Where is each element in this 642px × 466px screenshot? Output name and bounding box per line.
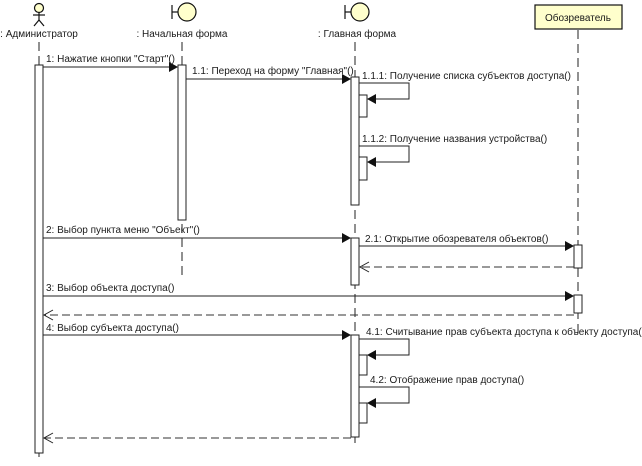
message-1-1[interactable]: 1.1: Переход на форму "Главная"() <box>186 65 354 84</box>
message-label: 4.2: Отображение прав доступа() <box>370 374 524 386</box>
actor-icon <box>33 2 45 27</box>
message-4[interactable]: 4: Выбор субъекта доступа() <box>43 322 351 340</box>
activation-main-form-nested-42 <box>358 402 368 424</box>
arrowhead-icon <box>367 350 376 360</box>
return-message-4[interactable] <box>42 432 351 444</box>
message-2-1[interactable]: 2.1: Открытие обозревателя объектов() <box>359 233 574 251</box>
arrowhead-icon <box>342 330 351 340</box>
return-message-2-1[interactable] <box>358 261 574 273</box>
message-1-1-1[interactable]: 1.1.1: Получение списка субъектов доступ… <box>359 70 571 104</box>
participant-box <box>534 4 623 30</box>
message-label: 2.1: Открытие обозревателя объектов() <box>365 233 548 245</box>
arrowhead-icon <box>342 74 351 84</box>
message-1[interactable]: 1: Нажатие кнопки "Старт"() <box>43 54 178 72</box>
arrowhead-icon <box>342 233 351 243</box>
activation-main-form-nested-111 <box>358 94 368 118</box>
activation-start-form <box>177 64 187 221</box>
message-3[interactable]: 3: Выбор объекта доступа() <box>43 282 574 301</box>
activation-admin <box>34 64 44 454</box>
return-message-3[interactable] <box>42 309 574 321</box>
activation-observer-2 <box>573 294 583 314</box>
message-label: 4: Выбор субъекта доступа() <box>46 322 179 334</box>
activation-main-form-nested-112 <box>358 156 368 181</box>
message-label: 4.1: Считывание прав субъекта доступа к … <box>366 326 642 338</box>
activation-main-form-1 <box>350 76 360 206</box>
participant-admin[interactable]: : Администратор <box>0 2 78 41</box>
open-arrowhead-icon <box>358 261 370 273</box>
message-4-2[interactable]: 4.2: Отображение прав доступа() <box>359 374 524 408</box>
message-label: 1.1.2: Получение названия устройства() <box>362 134 547 145</box>
activation-main-form-nested-41 <box>358 354 368 376</box>
message-label: 1: Нажатие кнопки "Старт"() <box>46 54 175 65</box>
participant-label: : Администратор <box>0 29 78 40</box>
participant-label: : Начальная форма <box>136 28 227 40</box>
arrowhead-icon <box>367 398 376 408</box>
message-2[interactable]: 2: Выбор пункта меню "Объект"() <box>43 224 351 243</box>
arrowhead-icon <box>565 291 574 301</box>
participant-start-form[interactable]: : Начальная форма <box>136 2 228 40</box>
participant-label: : Главная форма <box>318 28 397 40</box>
message-label: 1.1: Переход на форму "Главная"() <box>192 65 354 77</box>
arrowhead-icon <box>367 94 376 104</box>
message-label: 1.1.1: Получение списка субъектов доступ… <box>362 70 571 82</box>
arrowhead-icon <box>367 157 376 167</box>
participant-main-form[interactable]: : Главная форма <box>318 2 397 40</box>
activation-main-form-2 <box>350 237 360 286</box>
message-1-1-2[interactable]: 1.1.2: Получение названия устройства() <box>359 134 547 167</box>
arrowhead-icon <box>565 241 574 251</box>
message-label: 2: Выбор пункта меню "Объект"() <box>46 224 200 236</box>
activation-main-form-3 <box>350 334 360 438</box>
boundary-icon <box>344 2 370 22</box>
participant-observer[interactable]: Обозреватель <box>534 4 623 30</box>
message-label: 3: Выбор объекта доступа() <box>46 282 174 294</box>
arrowhead-icon <box>169 62 178 72</box>
activation-observer-1 <box>573 244 583 269</box>
boundary-icon <box>171 2 197 22</box>
participant-label: Обозреватель <box>545 12 611 24</box>
open-arrowhead-icon <box>42 432 54 444</box>
message-4-1[interactable]: 4.1: Считывание прав субъекта доступа к … <box>359 326 642 360</box>
open-arrowhead-icon <box>42 309 54 321</box>
